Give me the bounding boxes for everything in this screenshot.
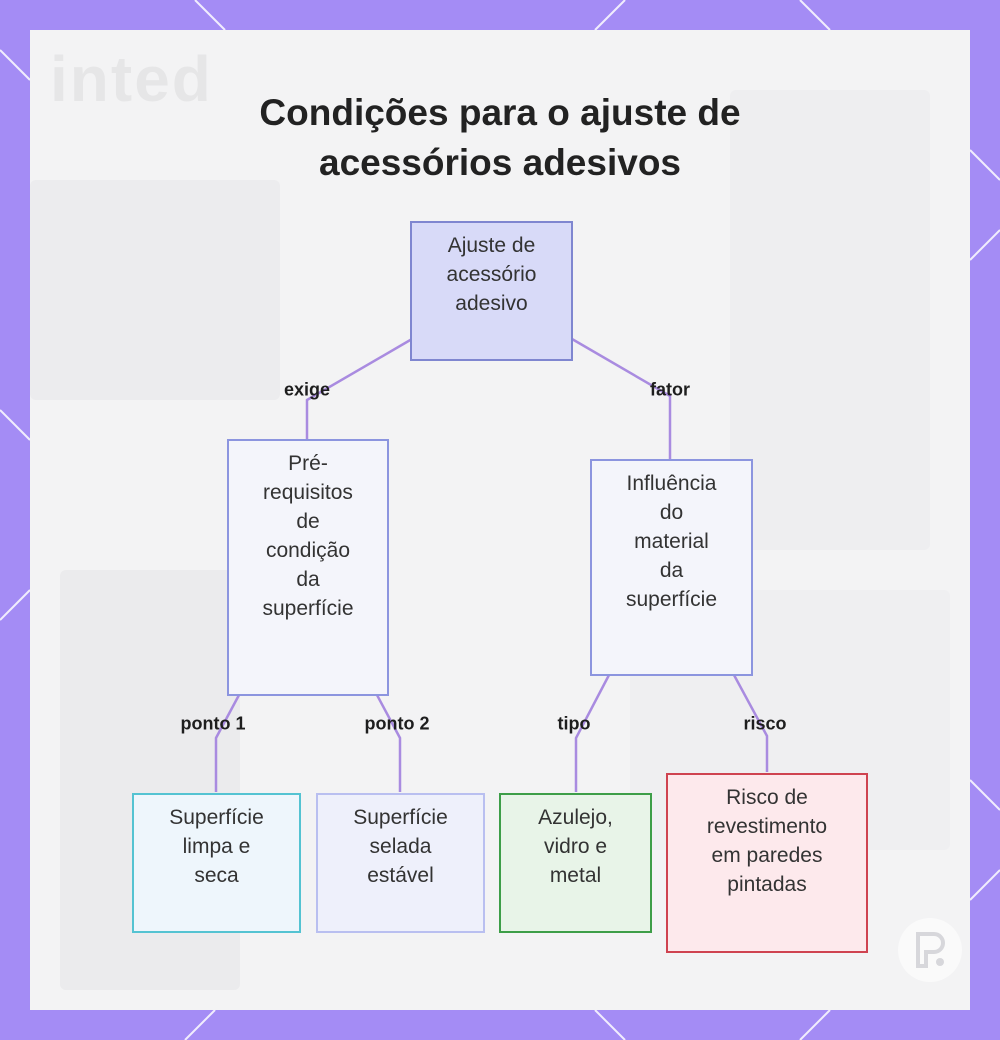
- edge-label-point1: ponto 1: [180, 713, 246, 734]
- edge-label-risk: risco: [743, 713, 787, 734]
- node-material-influence-label: Influência do material da superfície: [625, 472, 718, 611]
- edge-prerequisites-to-sealed: [375, 694, 402, 792]
- edge-label-point2: ponto 2: [364, 713, 430, 734]
- background-shape: [730, 90, 930, 550]
- background-shape: [30, 180, 280, 400]
- brand-logo-icon: [898, 918, 962, 982]
- node-clean-surface: Superfície limpa e seca: [132, 793, 301, 933]
- diagram-card: inted Condições para o ajuste de acessór…: [30, 30, 970, 1010]
- edge-label-factor: fator: [650, 379, 690, 400]
- node-root: Ajuste de acessório adesivo: [410, 221, 573, 361]
- edge-prerequisites-to-clean: [214, 694, 241, 792]
- node-painted-wall-risk: Risco de revestimento em paredes pintada…: [666, 773, 868, 953]
- node-tile-glass-metal-label: Azulejo, vidro e metal: [538, 806, 613, 887]
- node-prerequisites: Pré- requisitos de condição da superfíci…: [227, 439, 389, 696]
- edge-label-requires: exige: [283, 379, 331, 400]
- edge-root-to-influence: [571, 337, 672, 460]
- node-sealed-surface: Superfície selada estável: [316, 793, 485, 933]
- node-prerequisites-label: Pré- requisitos de condição da superfíci…: [262, 452, 354, 620]
- diagram-edges: [214, 337, 769, 792]
- node-painted-wall-risk-label: Risco de revestimento em paredes pintada…: [706, 786, 828, 896]
- watermark-text: inted: [50, 43, 213, 115]
- title-line-2: acessórios adesivos: [319, 142, 681, 183]
- title-line-1: Condições para o ajuste de: [259, 92, 741, 133]
- edge-root-to-prerequisites: [305, 337, 413, 440]
- node-root-label: Ajuste de acessório adesivo: [446, 234, 537, 315]
- diagram-title: Condições para o ajuste de acessórios ad…: [30, 88, 970, 188]
- edge-influence-to-tile: [574, 674, 611, 792]
- edge-influence-to-risk: [732, 674, 769, 772]
- node-tile-glass-metal: Azulejo, vidro e metal: [499, 793, 652, 933]
- node-sealed-surface-label: Superfície selada estável: [353, 806, 448, 887]
- brand-logo-glyph: [916, 932, 945, 968]
- edge-label-type: tipo: [557, 713, 591, 734]
- node-clean-surface-label: Superfície limpa e seca: [169, 806, 264, 887]
- node-material-influence: Influência do material da superfície: [590, 459, 753, 676]
